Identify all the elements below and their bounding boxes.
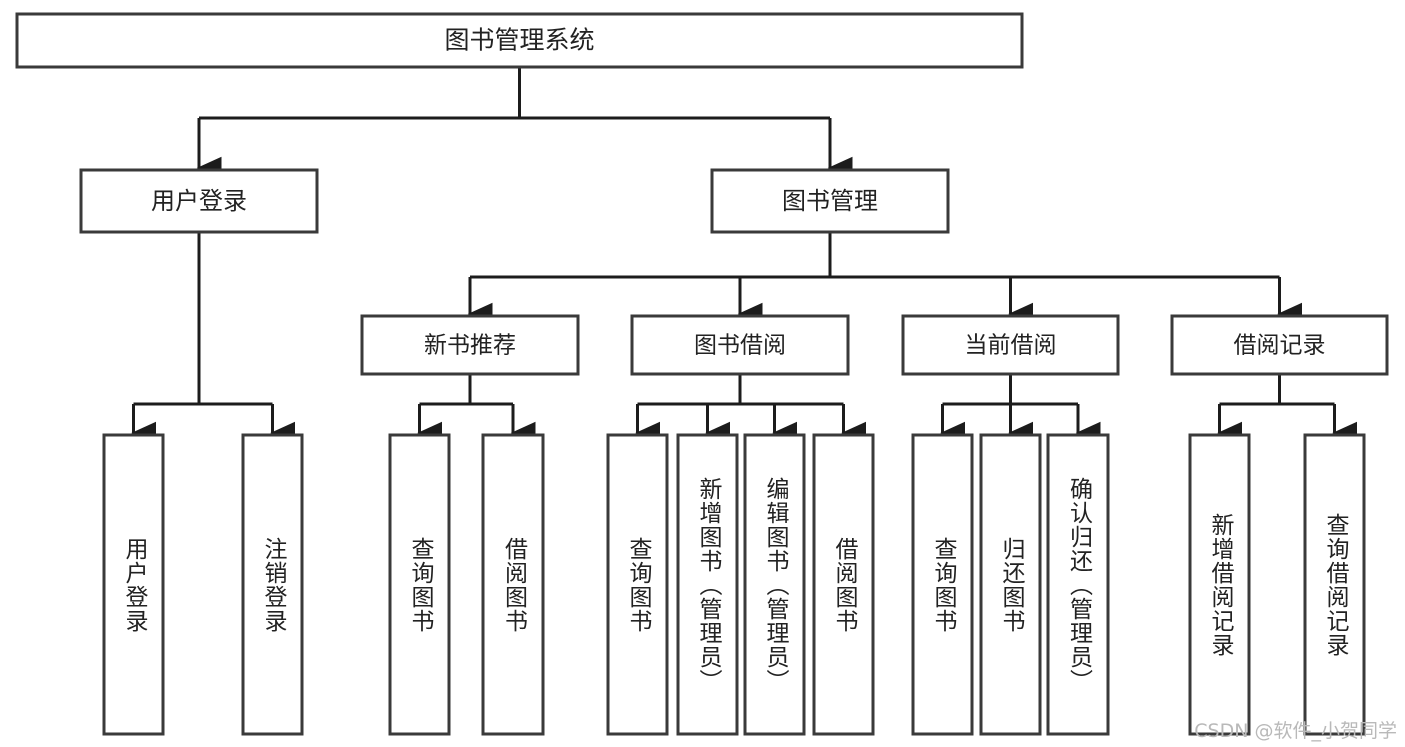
node-root[interactable] [15,12,1024,69]
node-borrow-record[interactable] [1170,314,1389,376]
node-leaf-user-login[interactable] [102,433,165,736]
node-leaf-confirm-return[interactable] [1046,433,1110,736]
node-leaf-query-book-3[interactable] [911,433,974,736]
node-leaf-borrow-book-2[interactable] [812,433,875,736]
node-user-login-label: 用户登录 [151,187,247,215]
watermark: CSDN @软件_小贺同学 [1194,720,1397,742]
connector-layer [131,67,1357,445]
node-current-borrow[interactable] [901,314,1120,376]
node-book-manage-label: 图书管理 [782,187,878,215]
node-book-borrow-label: 图书借阅 [694,333,786,359]
node-borrow-record-label: 借阅记录 [1234,333,1326,359]
box-layer [15,12,1389,736]
node-leaf-query-book-1[interactable] [388,433,451,736]
node-leaf-edit-book[interactable] [743,433,806,736]
node-book-manage[interactable] [710,168,950,234]
node-leaf-add-record[interactable] [1188,433,1251,736]
node-book-borrow[interactable] [630,314,850,376]
node-leaf-borrow-book-1[interactable] [481,433,545,736]
node-leaf-query-record[interactable] [1303,433,1366,736]
node-leaf-return-book[interactable] [979,433,1042,736]
node-current-borrow-label: 当前借阅 [965,333,1057,359]
node-root-label: 图书管理系统 [444,26,594,55]
node-user-login[interactable] [79,168,319,234]
node-new-book-recommend-label: 新书推荐 [424,333,516,359]
node-leaf-logout[interactable] [241,433,304,736]
node-leaf-query-book-2[interactable] [606,433,669,736]
node-leaf-add-book[interactable] [676,433,739,736]
node-new-book-recommend[interactable] [360,314,580,376]
